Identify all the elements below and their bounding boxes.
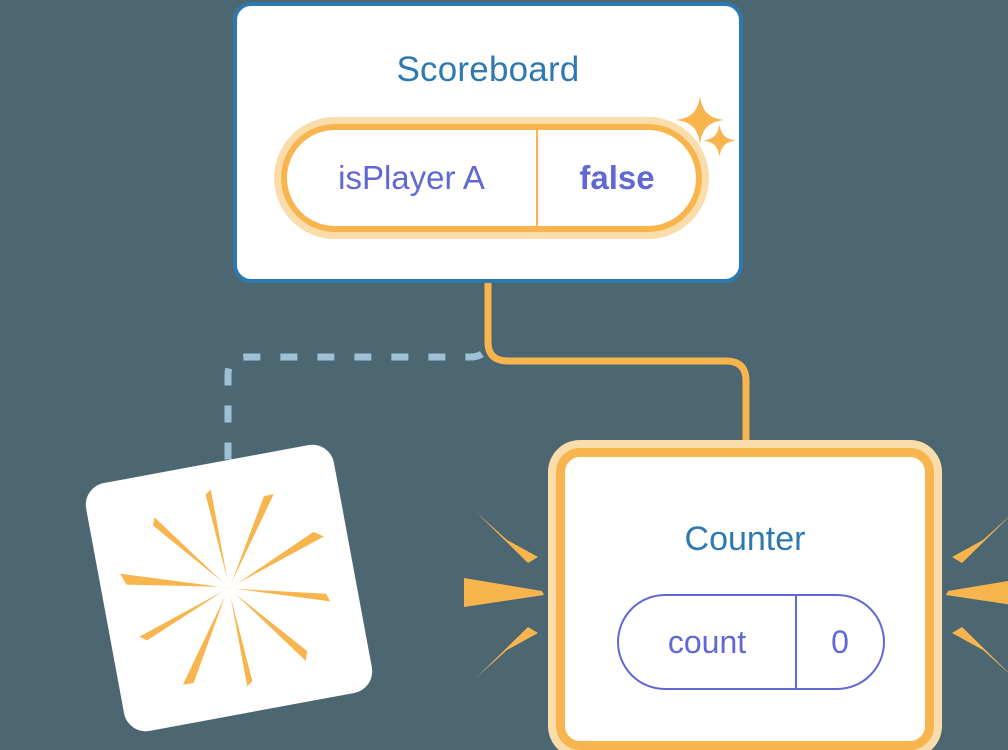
counter-state-value: 0 [831,623,849,660]
scoreboard-title: Scoreboard [396,50,580,89]
counter-burst-rays-right [946,517,1008,673]
scoreboard-state-value: false [579,159,655,196]
radial-burst-icon [119,489,331,687]
counter-state-key: count [619,596,797,688]
scoreboard-state-key: isPlayer A [287,130,538,226]
scoreboard-card[interactable]: Scoreboard isPlayer A false [233,2,743,283]
scoreboard-state-pill[interactable]: isPlayer A false [281,124,702,232]
sparkle-large-icon [676,96,724,144]
burst-card[interactable] [82,441,376,735]
sparkle-small-icon [703,124,736,157]
counter-card[interactable]: Counter count 0 [556,448,934,750]
counter-title: Counter [684,520,806,558]
connector-scoreboard-to-burst-card [224,282,492,472]
connector-scoreboard-to-counter [484,281,750,452]
counter-state-pill[interactable]: count 0 [617,594,885,690]
counter-burst-rays-left [464,512,544,678]
